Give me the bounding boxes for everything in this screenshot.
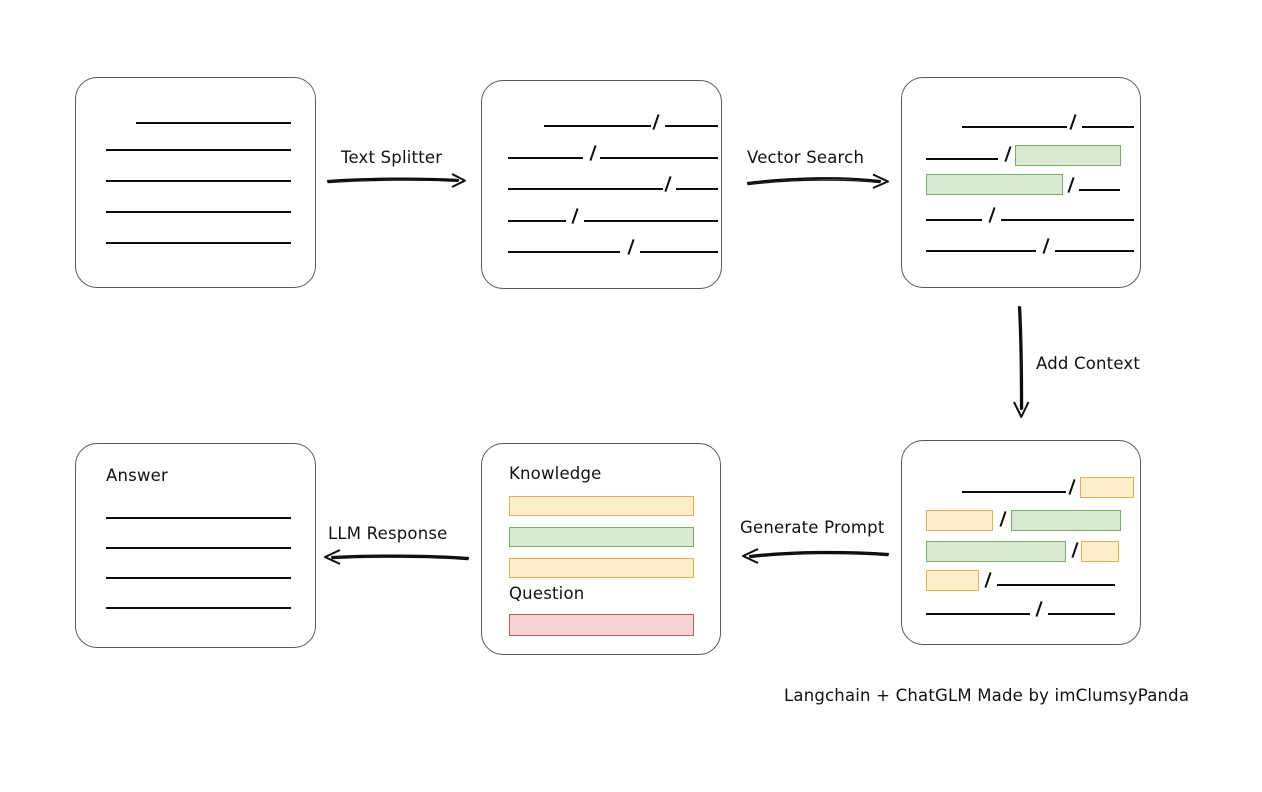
chunk-line bbox=[640, 251, 718, 253]
slash-separator bbox=[1067, 177, 1075, 193]
edge-label-llm-response: LLM Response bbox=[328, 524, 448, 543]
chunk-line bbox=[665, 125, 718, 127]
answer-line bbox=[106, 607, 291, 609]
slash-separator bbox=[652, 114, 660, 130]
doc-line bbox=[106, 149, 291, 151]
chunk-line bbox=[997, 584, 1115, 586]
chunk-highlight-green bbox=[926, 174, 1063, 195]
node-matched-chunks[interactable] bbox=[901, 77, 1141, 288]
chunk-line bbox=[508, 188, 663, 190]
question-chunk-red bbox=[509, 614, 694, 636]
chunk-line bbox=[1082, 126, 1134, 128]
knowledge-chunk-green bbox=[509, 527, 694, 547]
chunk-highlight-yellow bbox=[1081, 541, 1119, 562]
chunk-line bbox=[600, 157, 718, 159]
chunk-highlight-green bbox=[926, 541, 1066, 562]
slash-separator bbox=[1035, 601, 1043, 617]
edge-label-generate-prompt: Generate Prompt bbox=[740, 518, 885, 537]
chunk-line bbox=[926, 613, 1030, 615]
chunk-line bbox=[508, 157, 583, 159]
chunk-line bbox=[962, 126, 1067, 128]
chunk-line bbox=[508, 251, 620, 253]
chunk-highlight-yellow bbox=[926, 510, 993, 531]
chunk-highlight-yellow bbox=[926, 570, 979, 591]
node-context-chunks[interactable] bbox=[901, 440, 1141, 645]
arrow-add-context bbox=[1013, 305, 1030, 418]
edge-label-text-splitter: Text Splitter bbox=[341, 148, 443, 167]
slash-separator bbox=[1069, 114, 1077, 130]
arrow-vector-search bbox=[746, 173, 889, 189]
node-split-chunks[interactable] bbox=[481, 80, 722, 289]
chunk-highlight-yellow bbox=[1080, 477, 1134, 498]
slash-separator bbox=[984, 572, 992, 588]
edge-label-vector-search: Vector Search bbox=[747, 148, 865, 167]
chunk-highlight-green bbox=[1011, 510, 1121, 531]
chunk-line bbox=[1079, 189, 1120, 191]
chunk-line bbox=[926, 250, 1036, 252]
doc-line bbox=[106, 242, 291, 244]
slash-separator bbox=[999, 511, 1007, 527]
chunk-line bbox=[926, 158, 998, 160]
arrow-llm-response bbox=[324, 549, 470, 565]
prompt-knowledge-label: Knowledge bbox=[509, 464, 602, 483]
slash-separator bbox=[627, 239, 635, 255]
arrow-text-splitter bbox=[326, 173, 466, 188]
slash-separator bbox=[571, 208, 579, 224]
footer-credit: Langchain + ChatGLM Made by imClumsyPand… bbox=[784, 686, 1190, 705]
answer-line bbox=[106, 547, 291, 549]
slash-separator bbox=[664, 176, 672, 192]
knowledge-chunk-yellow bbox=[509, 496, 694, 516]
chunk-line bbox=[1048, 613, 1115, 615]
prompt-question-label: Question bbox=[509, 584, 585, 603]
chunk-line bbox=[676, 188, 718, 190]
edge-label-add-context: Add Context bbox=[1036, 354, 1141, 373]
answer-line bbox=[106, 577, 291, 579]
chunk-line bbox=[508, 220, 566, 222]
node-prompt[interactable]: Knowledge Question bbox=[481, 443, 721, 655]
chunk-line bbox=[1001, 219, 1134, 221]
slash-separator bbox=[1042, 238, 1050, 254]
knowledge-chunk-yellow bbox=[509, 558, 694, 578]
slash-separator bbox=[1071, 542, 1079, 558]
chunk-highlight-green bbox=[1015, 145, 1121, 166]
node-answer[interactable]: Answer bbox=[75, 443, 316, 648]
slash-separator bbox=[589, 145, 597, 161]
chunk-line bbox=[1055, 250, 1134, 252]
slash-separator bbox=[988, 207, 996, 223]
slash-separator bbox=[1004, 146, 1012, 162]
doc-line bbox=[106, 211, 291, 213]
chunk-line bbox=[544, 125, 651, 127]
answer-line bbox=[106, 517, 291, 519]
doc-line bbox=[136, 122, 291, 124]
chunk-line bbox=[584, 220, 718, 222]
slash-separator bbox=[1068, 479, 1076, 495]
doc-line bbox=[106, 180, 291, 182]
node-source-document[interactable] bbox=[75, 77, 316, 288]
chunk-line bbox=[926, 219, 982, 221]
chunk-line bbox=[962, 491, 1066, 493]
answer-title: Answer bbox=[106, 466, 168, 485]
arrow-generate-prompt bbox=[742, 548, 890, 564]
